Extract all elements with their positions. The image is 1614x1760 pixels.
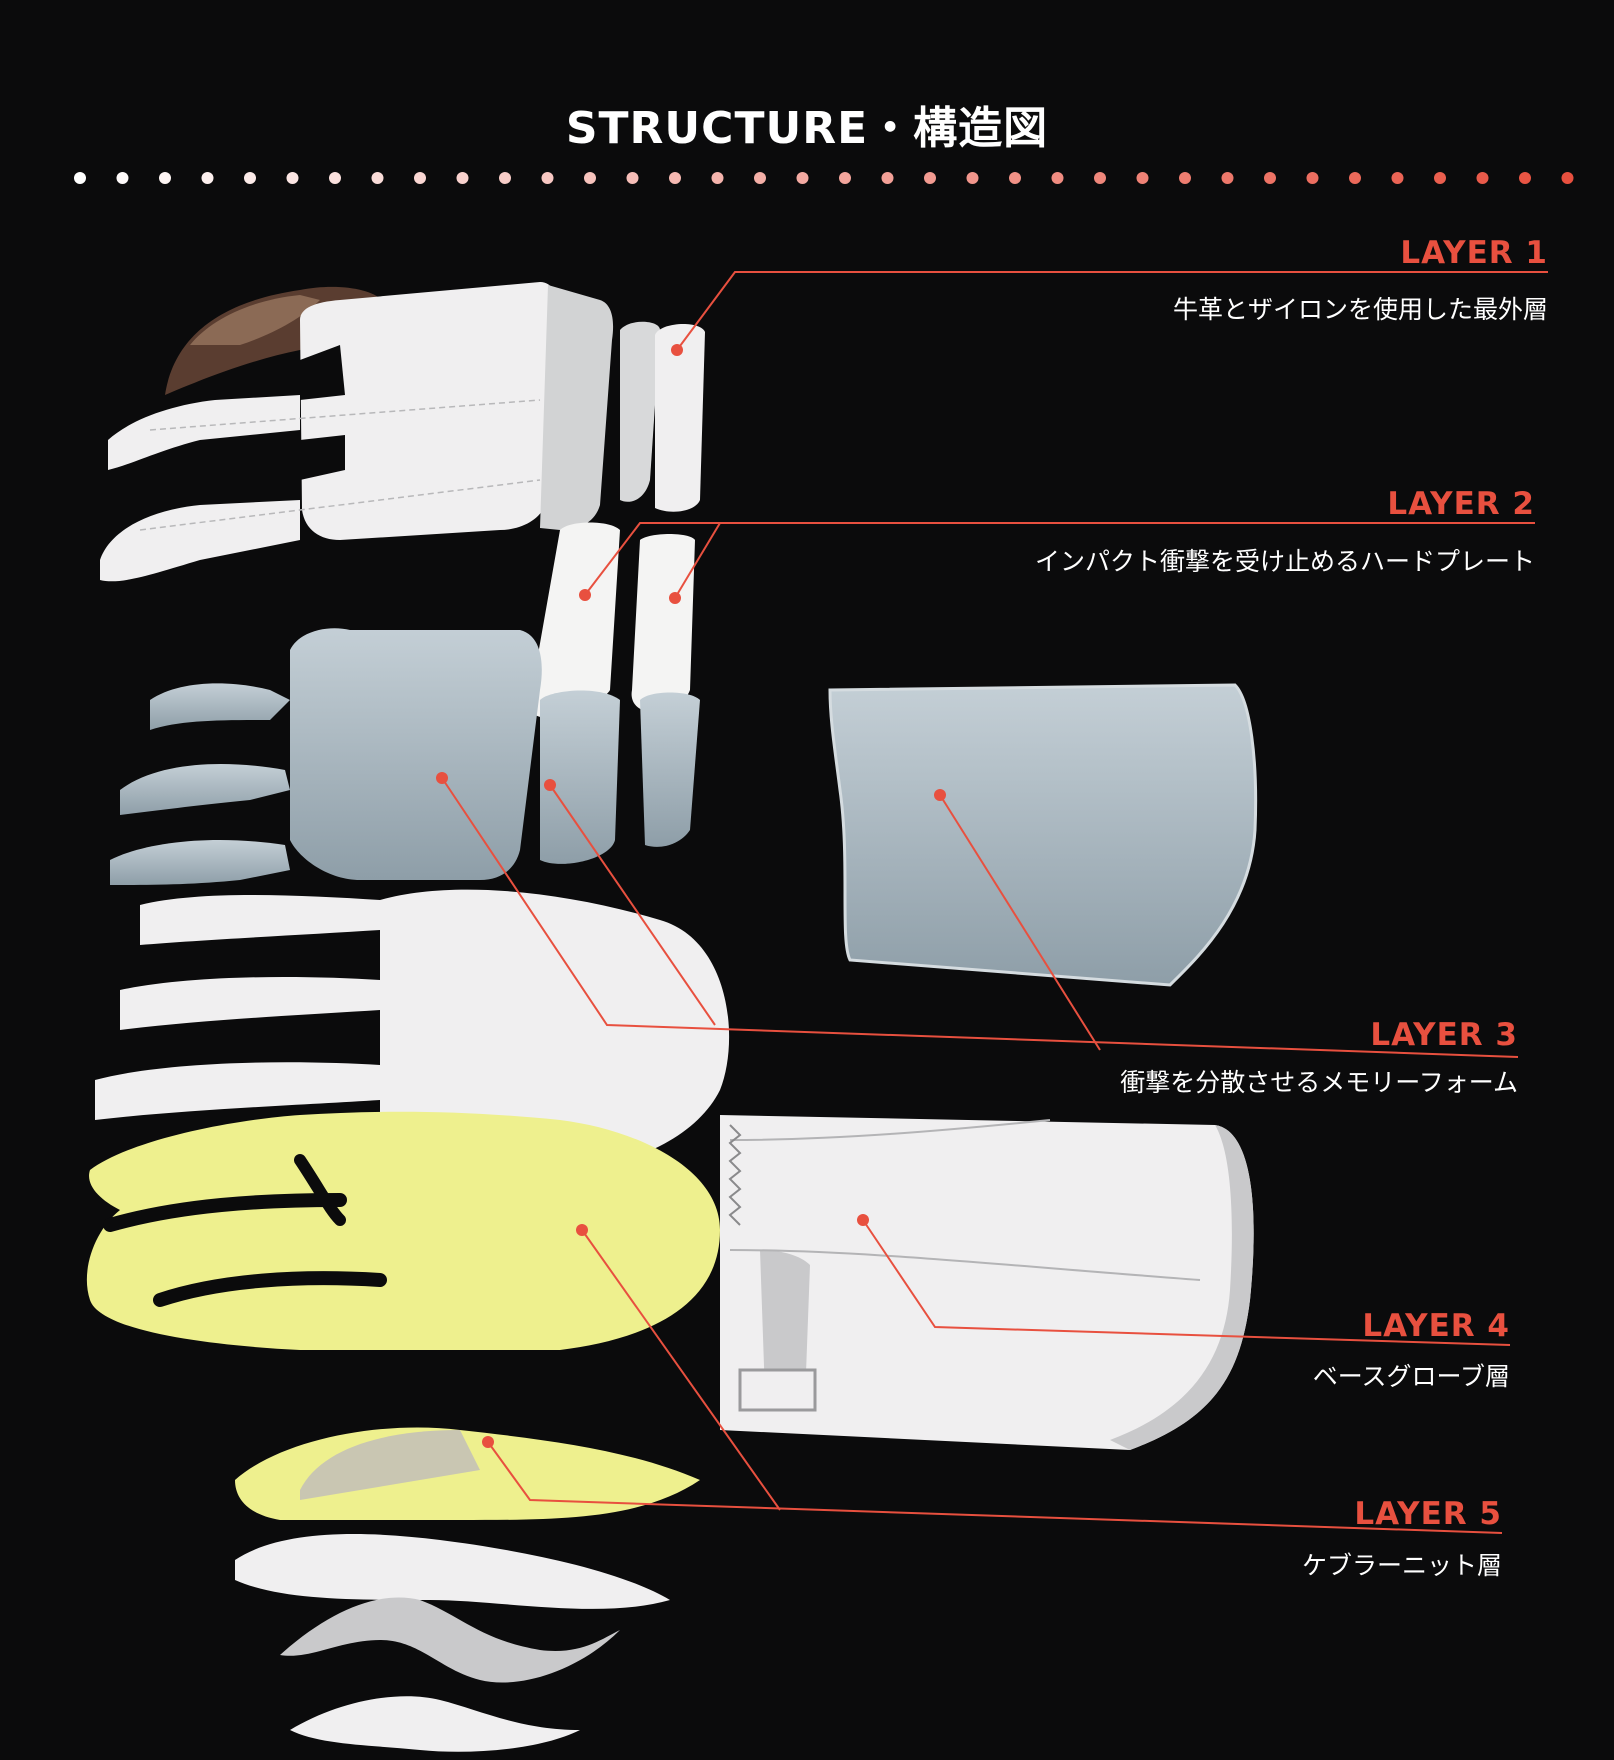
separator-dot <box>1391 172 1404 184</box>
separator-dot <box>159 172 171 184</box>
separator-dot <box>1221 172 1234 184</box>
separator-dot <box>1264 172 1276 184</box>
leader-layer4 <box>862 1219 1511 1346</box>
separator-dot <box>669 172 681 184</box>
leader-lines <box>441 271 1548 1534</box>
separator-dot <box>754 172 766 184</box>
separator-dot <box>74 172 86 184</box>
leader-layer1 <box>676 271 1548 351</box>
separator-dot <box>244 172 256 184</box>
layer4-description: ベースグローブ層 <box>1312 1362 1510 1391</box>
diagram-title: STRUCTURE・構造図 <box>565 103 1049 154</box>
separator-dot <box>1476 172 1489 184</box>
separator-dot <box>796 172 809 184</box>
separator-dot <box>286 172 299 184</box>
separator-dot <box>414 172 426 184</box>
separator-dot <box>541 172 554 184</box>
leader-layer3a <box>441 777 1519 1058</box>
leader-layer5b <box>581 1229 781 1511</box>
layer5-label: LAYER 5 <box>1354 1496 1502 1532</box>
leader-layer5a <box>487 1441 1503 1534</box>
separator-dot <box>1434 172 1446 184</box>
leader-layer2b <box>674 522 721 599</box>
layer5-description: ケブラーニット層 <box>1301 1551 1502 1580</box>
layer4-base-glove <box>95 889 1254 1450</box>
separator-dot <box>371 172 384 184</box>
separator-dot <box>456 172 469 184</box>
layer2-hard-plates <box>528 522 695 719</box>
dotted-separator <box>74 172 1574 184</box>
layer1-outer-shell <box>100 282 705 582</box>
separator-dot <box>1179 172 1191 184</box>
leader-layer3c <box>939 794 1101 1051</box>
layer1-description: 牛革とザイロンを使用した最外層 <box>1172 295 1548 324</box>
layer2-description: インパクト衝撃を受け止めるハードプレート <box>1034 547 1535 576</box>
separator-dot <box>499 172 511 184</box>
layer2-label: LAYER 2 <box>1387 486 1535 522</box>
separator-dot <box>881 172 894 184</box>
separator-dot <box>584 172 596 184</box>
layer3-label: LAYER 3 <box>1370 1017 1518 1053</box>
separator-dot <box>924 172 936 184</box>
leader-layer2a <box>584 522 1535 596</box>
separator-dot <box>1136 172 1149 184</box>
separator-dot <box>1094 172 1106 184</box>
layer3-memory-foam <box>110 628 1258 987</box>
separator-dot <box>839 172 851 184</box>
separator-dot <box>966 172 979 184</box>
separator-dot <box>329 172 341 184</box>
separator-dot <box>1306 172 1319 184</box>
separator-dot <box>626 172 639 184</box>
separator-dot <box>1519 172 1531 184</box>
layer4-label: LAYER 4 <box>1362 1308 1510 1344</box>
separator-dot <box>1051 172 1064 184</box>
separator-dot <box>711 172 724 184</box>
layer1-label: LAYER 1 <box>1400 235 1548 271</box>
layer5-kevlar-knit <box>86 1111 721 1752</box>
separator-dot <box>201 172 214 184</box>
separator-dot <box>1349 172 1361 184</box>
leader-layer3b <box>549 784 716 1026</box>
separator-dot <box>1561 172 1574 184</box>
separator-dot <box>1009 172 1021 184</box>
layer3-description: 衝撃を分散させるメモリーフォーム <box>1120 1068 1518 1097</box>
separator-dot <box>116 172 129 184</box>
